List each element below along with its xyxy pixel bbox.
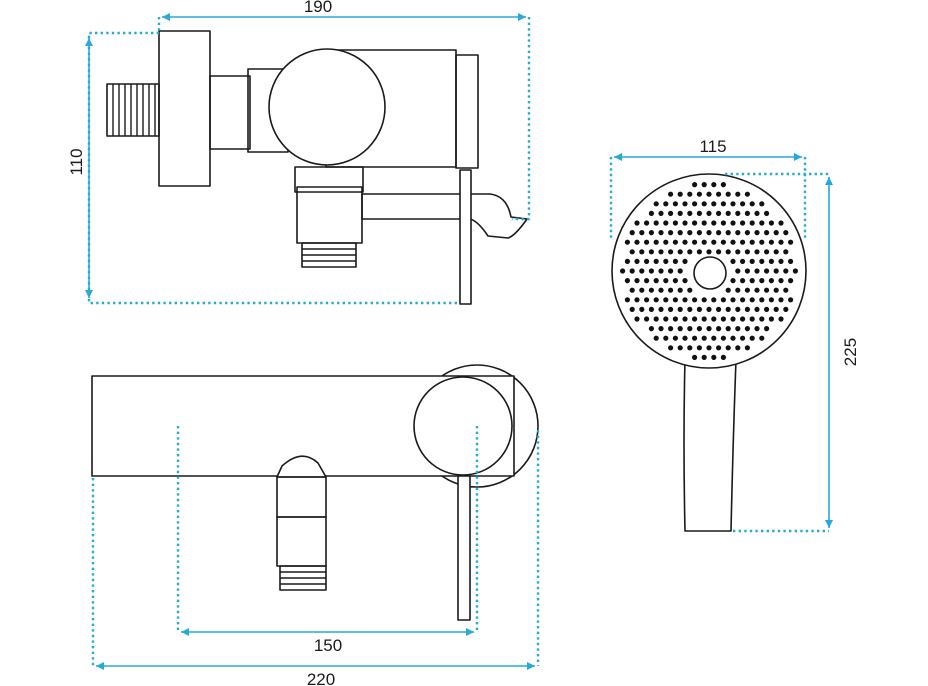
side-thread xyxy=(106,83,160,137)
dim-front-width-label: 220 xyxy=(307,670,335,686)
dim-shower-length-label: 225 xyxy=(841,338,860,366)
front-view xyxy=(91,364,539,621)
front-outlet xyxy=(276,516,327,567)
side-lever xyxy=(459,169,472,305)
front-outlet-thread-lines xyxy=(280,571,326,585)
dim-head-width: 115 xyxy=(609,137,807,240)
dim-front-spacing: 150 xyxy=(176,426,479,655)
dim-front-spacing-label: 150 xyxy=(314,636,342,655)
front-handle-knob xyxy=(413,376,513,476)
dim-side-width: 190 xyxy=(157,0,531,221)
side-connector xyxy=(209,75,251,150)
dim-side-width-label: 190 xyxy=(304,0,332,16)
shower-head-center xyxy=(693,256,727,290)
side-handle-knob xyxy=(268,48,386,166)
side-diverter-top xyxy=(294,166,364,193)
side-thread-lines xyxy=(112,84,156,136)
shower-head-nozzles xyxy=(620,182,799,360)
side-diverter-body xyxy=(296,186,363,244)
dim-head-width-label: 115 xyxy=(699,137,726,156)
dim-side-height: 110 xyxy=(67,31,458,305)
dimension-lines: 190 110 150 220 115 xyxy=(67,0,860,686)
dim-shower-length: 225 xyxy=(725,172,860,533)
dim-side-height-label: 110 xyxy=(67,148,86,175)
side-outlet-thread-lines xyxy=(302,248,356,262)
hand-shower xyxy=(611,173,807,532)
side-spout xyxy=(361,193,528,239)
front-diverter-body xyxy=(276,476,327,518)
side-view xyxy=(106,30,528,305)
front-lever xyxy=(457,475,471,621)
front-diverter-knob xyxy=(276,455,327,478)
side-wall-plate xyxy=(158,30,211,187)
side-body-cap xyxy=(455,54,479,169)
shower-handle xyxy=(683,359,737,532)
dim-front-width: 220 xyxy=(91,430,540,686)
